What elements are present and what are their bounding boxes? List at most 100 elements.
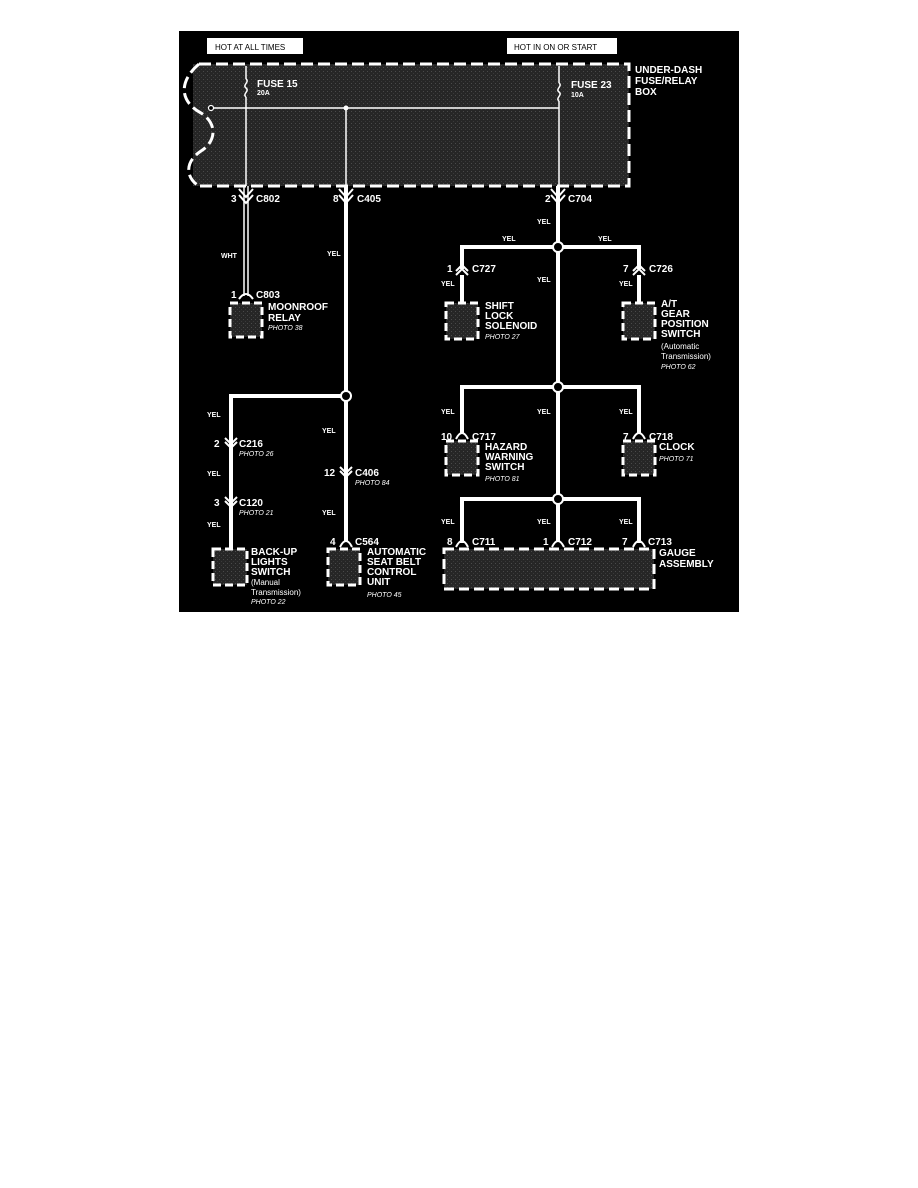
splice-right-3 <box>552 493 564 505</box>
wire-yel-label-c704: YEL <box>537 219 551 226</box>
connector-c405 <box>338 188 354 205</box>
backup-label-1: BACK-UP <box>251 547 297 558</box>
at-gear-position-switch-box <box>621 301 657 341</box>
wire-wht-label: WHT <box>221 253 238 260</box>
wire-yel-shift-lock <box>460 245 553 269</box>
backup-photo: PHOTO 22 <box>251 599 286 606</box>
wire-yel-backup <box>229 394 341 549</box>
wire-yel-label-c713: YEL <box>619 519 633 526</box>
at-gear-photo: PHOTO 62 <box>661 364 696 371</box>
connector-c711 <box>455 540 469 548</box>
connector-c406 <box>339 466 353 479</box>
connector-c564 <box>339 540 353 548</box>
wire-yel-label-shift: YEL <box>441 281 455 288</box>
splice-right-1 <box>552 241 564 253</box>
connector-c803 <box>238 293 254 300</box>
wire-yel-c713 <box>563 497 641 543</box>
moonroof-relay-box <box>228 301 264 339</box>
header-right-text: HOT IN ON OR START <box>514 43 597 52</box>
wire-yel-label-atgear: YEL <box>619 281 633 288</box>
connector-c718-pin: 7 <box>623 432 629 443</box>
fuse-box-label-2: FUSE/RELAY <box>635 76 698 87</box>
shift-lock-label-3: SOLENOID <box>485 321 537 332</box>
fuse-23-label: FUSE 23 <box>571 80 612 91</box>
seatbelt-label-1: AUTOMATIC <box>367 547 426 558</box>
fuse-15-rating: 20A <box>257 90 270 97</box>
wire-yel-hazard <box>460 385 553 433</box>
connector-c564-id: C564 <box>355 537 379 548</box>
at-gear-note-1: (Automatic <box>661 342 699 351</box>
backup-note-2: Transmission) <box>251 588 301 597</box>
wire-yel-at-gear <box>563 245 641 269</box>
shift-lock-solenoid-box <box>444 301 480 341</box>
connector-c120 <box>224 496 238 509</box>
wire-yel-label-c712: YEL <box>537 519 551 526</box>
gauge-assembly-box <box>442 547 656 591</box>
wire-yel-label-backup-1: YEL <box>207 412 221 419</box>
connector-c406-pin: 12 <box>324 468 336 479</box>
hazard-label-1: HAZARD <box>485 442 527 453</box>
connector-c406-photo: PHOTO 84 <box>355 480 390 487</box>
connector-c802-id: C802 <box>256 194 280 205</box>
connector-c712 <box>551 540 565 548</box>
fuse-15 <box>244 66 248 186</box>
connector-c712-pin: 1 <box>543 537 549 548</box>
wire-yel-label-seatbelt-1: YEL <box>322 428 336 435</box>
connector-c216 <box>224 437 238 450</box>
wire-yel-label-main-1: YEL <box>537 277 551 284</box>
splice-left <box>340 390 352 402</box>
connector-c406-id: C406 <box>355 468 379 479</box>
moonroof-label-2: RELAY <box>268 313 301 324</box>
connector-c711-id: C711 <box>472 537 496 548</box>
connector-c717-id: C717 <box>472 432 496 443</box>
seatbelt-label-4: UNIT <box>367 577 390 588</box>
wire-yel-label-c711: YEL <box>441 519 455 526</box>
clock-label: CLOCK <box>659 442 695 453</box>
wire-yel-label-backup-2: YEL <box>207 471 221 478</box>
connector-c216-id: C216 <box>239 439 263 450</box>
at-gear-label-1: A/T <box>661 299 677 310</box>
wire-yel-clock <box>563 385 641 433</box>
seatbelt-label-2: SEAT BELT <box>367 557 421 568</box>
wire-yel-label-clock: YEL <box>619 409 633 416</box>
wire-yel-label-main-2: YEL <box>537 409 551 416</box>
wiring-diagram: HOT AT ALL TIMES HOT IN ON OR START UNDE… <box>179 31 739 612</box>
seatbelt-photo: PHOTO 45 <box>367 592 402 599</box>
shift-lock-label-2: LOCK <box>485 311 514 322</box>
connector-c704-pin: 2 <box>545 194 551 205</box>
gauge-label-1: GAUGE <box>659 548 696 559</box>
wire-yel-label-hazard: YEL <box>441 409 455 416</box>
wire-yel-label-backup-3: YEL <box>207 522 221 529</box>
connector-c803-id: C803 <box>256 290 280 301</box>
wire-yel-label-c405: YEL <box>327 251 341 258</box>
backup-label-2: LIGHTS <box>251 557 288 568</box>
connector-c405-pin: 8 <box>333 194 339 205</box>
connector-c726 <box>632 263 646 276</box>
connector-c120-id: C120 <box>239 498 263 509</box>
wire-yel-c711 <box>460 497 553 543</box>
seatbelt-label-3: CONTROL <box>367 567 416 578</box>
connector-c802 <box>238 188 254 205</box>
hazard-warning-switch-box <box>444 439 480 477</box>
connector-c216-pin: 2 <box>214 439 220 450</box>
fuse-box-label-1: UNDER-DASH <box>635 65 702 76</box>
connector-c803-pin: 1 <box>231 290 237 301</box>
wire-yel-label-r1: YEL <box>502 236 516 243</box>
hazard-label-2: WARNING <box>485 452 534 463</box>
backup-note-1: (Manual <box>251 578 280 587</box>
moonroof-photo: PHOTO 38 <box>268 325 303 332</box>
connector-c717-pin: 10 <box>441 432 453 443</box>
wire-yel-label-r2: YEL <box>598 236 612 243</box>
shift-lock-label-1: SHIFT <box>485 301 514 312</box>
connector-c564-pin: 4 <box>330 537 336 548</box>
wiring-diagram-svg: HOT AT ALL TIMES HOT IN ON OR START UNDE… <box>179 31 739 612</box>
fuse-23 <box>557 66 561 186</box>
connector-c727 <box>455 263 469 276</box>
connector-c216-photo: PHOTO 26 <box>239 451 274 458</box>
connector-c726-id: C726 <box>649 264 673 275</box>
header-hot-at-all-times: HOT AT ALL TIMES <box>207 38 303 54</box>
gauge-label-2: ASSEMBLY <box>659 559 714 570</box>
connector-c704-id: C704 <box>568 194 592 205</box>
connector-c727-pin: 1 <box>447 264 453 275</box>
connector-c802-pin: 3 <box>231 194 237 205</box>
